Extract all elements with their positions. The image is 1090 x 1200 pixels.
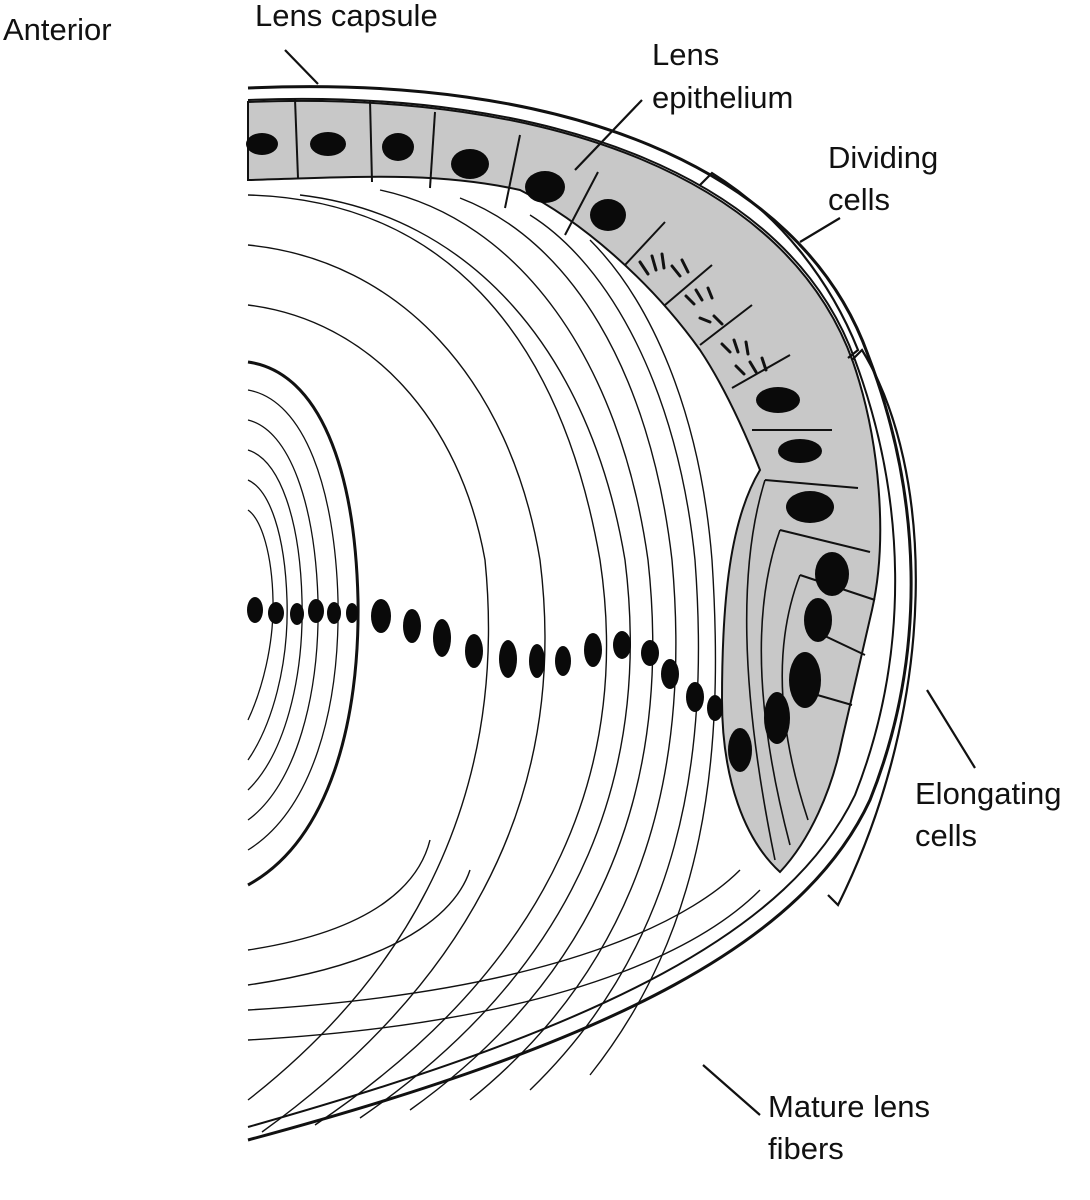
label-elongating-cells-1: Elongating — [915, 776, 1062, 811]
fiber-nuclei-bow — [247, 597, 723, 721]
elongating-cells-bracket — [827, 348, 917, 907]
lens-capsule-inner — [247, 97, 897, 1128]
lens-nucleus-boundary — [247, 360, 360, 887]
label-anterior: Anterior — [3, 12, 112, 47]
leader-lines — [284, 49, 976, 1116]
label-dividing-cells-1: Dividing — [828, 140, 938, 175]
label-mature-fibers-2: fibers — [768, 1131, 844, 1166]
lens-epithelium-band — [247, 99, 882, 874]
dividing-cell-chromosomes — [638, 252, 768, 376]
mature-lens-fibers — [247, 189, 761, 1133]
lens-capsule-outer — [247, 85, 913, 1142]
epithelial-nuclei — [246, 132, 849, 772]
label-lens-epithelium-1: Lens — [652, 37, 719, 72]
dividing-cells-bracket — [699, 171, 860, 359]
epithelial-cell-borders — [294, 98, 876, 706]
label-lens-epithelium-2: epithelium — [652, 80, 793, 115]
label-lens-capsule: Lens capsule — [255, 0, 438, 33]
elongating-cell-curves — [745, 479, 809, 861]
label-dividing-cells-2: cells — [828, 182, 890, 217]
label-elongating-cells-2: cells — [915, 818, 977, 853]
label-mature-fibers-1: Mature lens — [768, 1089, 930, 1124]
